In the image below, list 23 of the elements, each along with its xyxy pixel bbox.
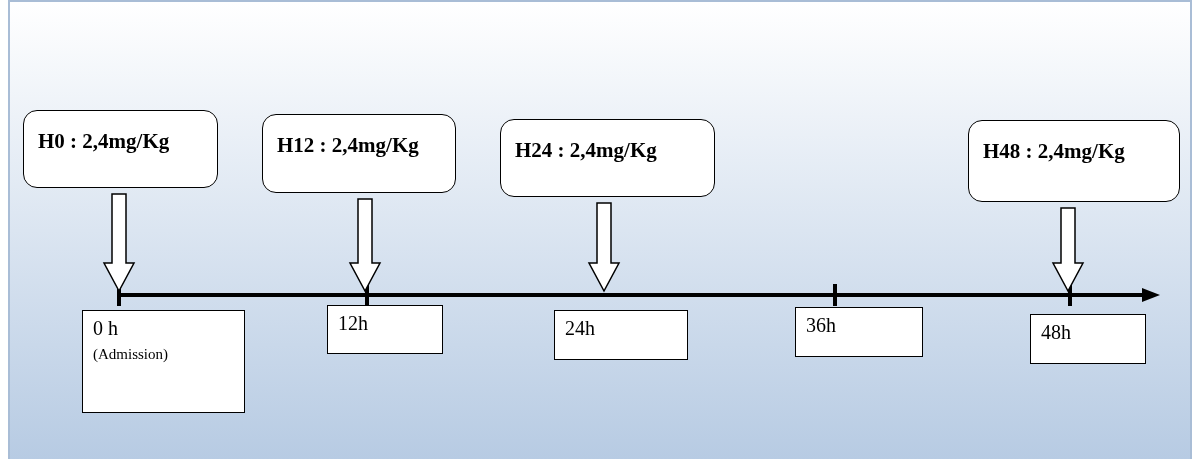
hollow-arrow	[587, 202, 621, 293]
hollow-arrow	[102, 193, 136, 293]
dose-box	[23, 110, 218, 188]
time-box	[554, 310, 688, 360]
time-label: 24h	[565, 317, 595, 340]
time-label: 0 h	[93, 317, 118, 340]
dose-label: H24 : 2,4mg/Kg	[515, 138, 657, 163]
dose-box	[968, 120, 1180, 202]
dose-label: H0 : 2,4mg/Kg	[38, 129, 170, 154]
dose-label: H48 : 2,4mg/Kg	[983, 139, 1125, 164]
time-label: 36h	[806, 314, 836, 337]
time-box	[327, 305, 443, 354]
event-label: (Admission)	[93, 346, 169, 363]
hollow-arrow	[348, 198, 382, 293]
time-label: 12h	[338, 312, 368, 335]
time-box	[1030, 314, 1146, 364]
time-box	[82, 310, 245, 413]
dose-label: H12 : 2,4mg/Kg	[277, 133, 419, 158]
time-label: 48h	[1041, 321, 1071, 344]
dose-box	[262, 114, 456, 193]
hollow-arrow	[1051, 207, 1085, 293]
time-box	[795, 307, 923, 357]
dose-box	[500, 119, 715, 197]
